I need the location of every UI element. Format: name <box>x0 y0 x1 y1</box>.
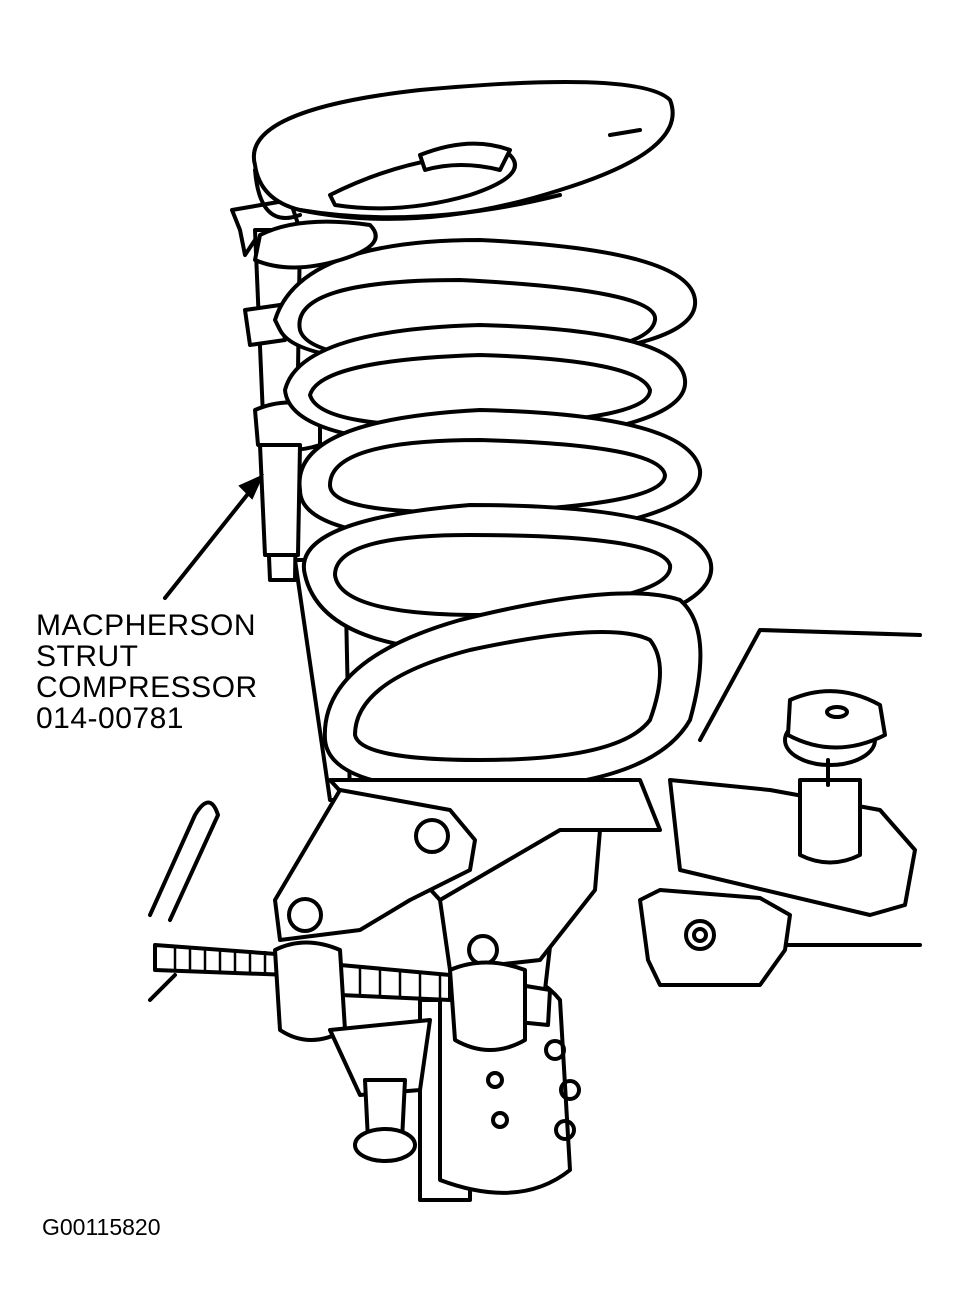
callout-line-3: COMPRESSOR <box>36 671 258 704</box>
clamp-blocks <box>273 940 527 1163</box>
callout-leader <box>163 473 265 600</box>
figure-id: G00115820 <box>42 1214 161 1240</box>
callout-line-4: 014-00781 <box>36 702 184 735</box>
lower-bracket <box>273 778 662 1002</box>
part-callout-label: MACPHERSON STRUT COMPRESSOR 014-00781 <box>36 610 258 734</box>
callout-line-1: MACPHERSON <box>36 609 257 642</box>
upper-spring-seat <box>251 80 675 270</box>
tool-knob <box>783 689 887 865</box>
callout-line-2: STRUT <box>36 640 139 673</box>
coil-spring <box>273 238 714 792</box>
